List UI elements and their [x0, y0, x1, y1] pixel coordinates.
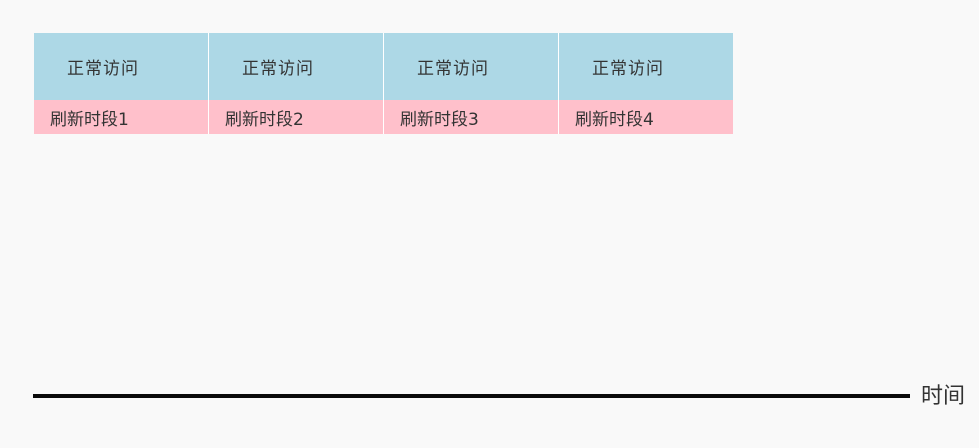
time-axis-line — [33, 394, 910, 398]
normal-access-block: 正常访问 — [384, 33, 558, 100]
refresh-period-block: 刷新时段2 — [209, 100, 383, 134]
time-axis-label: 时间 — [921, 384, 966, 409]
refresh-period-block: 刷新时段3 — [384, 100, 558, 134]
timeline-segment-4: 正常访问 刷新时段4 — [559, 33, 733, 134]
refresh-period-block: 刷新时段1 — [34, 100, 208, 134]
normal-access-block: 正常访问 — [209, 33, 383, 100]
timeline-segment-3: 正常访问 刷新时段3 — [384, 33, 559, 134]
normal-access-block: 正常访问 — [34, 33, 208, 100]
timeline-segment-1: 正常访问 刷新时段1 — [34, 33, 209, 134]
timeline-segment-2: 正常访问 刷新时段2 — [209, 33, 384, 134]
normal-access-block: 正常访问 — [559, 33, 733, 100]
period-strip: 正常访问 刷新时段1 正常访问 刷新时段2 正常访问 刷新时段3 正常访问 刷新… — [34, 33, 733, 134]
refresh-period-block: 刷新时段4 — [559, 100, 733, 134]
